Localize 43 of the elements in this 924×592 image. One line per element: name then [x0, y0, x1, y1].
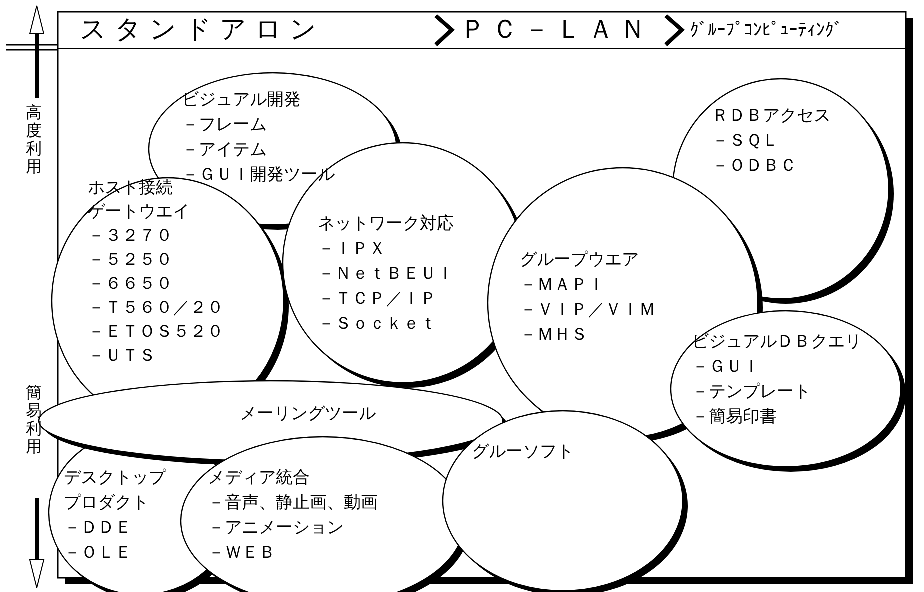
- list-item: －３２７０: [88, 225, 174, 248]
- stage-band: [58, 12, 906, 49]
- topic-heading: メーリングツール: [240, 403, 376, 426]
- topic-heading: デスクトップ: [64, 467, 166, 490]
- list-item: －５２５０: [88, 249, 174, 272]
- list-item: －ＵＴＳ: [88, 345, 157, 368]
- stage-label: ｸﾞﾙｰﾌﾟｺﾝﾋﾟｭｰﾃｨﾝｸﾞ: [690, 19, 843, 43]
- axis-label: 高度利用: [26, 104, 43, 176]
- stage-label: ＰＣ－ＬＡＮ: [460, 15, 652, 46]
- stage-label: スタンドアロン: [80, 15, 325, 46]
- list-item: －アニメーション: [208, 517, 345, 540]
- list-item: －Ｔ５６０／２０: [88, 297, 224, 320]
- list-item: －ＯＬＥ: [64, 542, 133, 565]
- topic-heading: ビジュアルＤＢクエリ: [692, 331, 862, 354]
- list-item: －ＧＵＩ: [692, 356, 761, 379]
- list-item: －簡易印書: [692, 406, 778, 429]
- list-item: －ＤＤＥ: [64, 517, 133, 540]
- list-item: －ＷＥＢ: [208, 542, 277, 565]
- list-item: －ＴＣＰ／ＩＰ: [318, 288, 438, 311]
- list-item: －Ｓｏｃｋｅｔ: [318, 313, 438, 336]
- list-item: －フレーム: [182, 114, 268, 137]
- list-item: －テンプレート: [692, 381, 812, 404]
- list-item: －ＶＩＰ／ＶＩＭ: [520, 299, 656, 322]
- list-item: －ＭＡＰＩ: [520, 274, 606, 297]
- list-item: －６６５０: [88, 273, 174, 296]
- axis-label: 簡易利用: [26, 384, 43, 456]
- topic-heading: グループウエア: [520, 249, 640, 272]
- list-item: －ＧＵＩ開発ツール: [182, 164, 335, 187]
- list-item: －ＭＨＳ: [520, 324, 589, 347]
- topic-heading: ホスト接続: [88, 177, 174, 200]
- list-item: －ＥＴＯＳ５２０: [88, 321, 224, 344]
- list-item: －ＩＰＸ: [318, 238, 387, 261]
- list-item: －音声、静止画、動画: [208, 492, 378, 515]
- topic-heading: メディア統合: [208, 467, 311, 490]
- topic-heading: ネットワーク対応: [318, 213, 454, 236]
- topic-heading: ビジュアル開発: [182, 89, 302, 112]
- topic-heading: ＲＤＢアクセス: [712, 105, 831, 128]
- list-item: －ＳＱＬ: [712, 130, 780, 153]
- topic-heading: グルーソフト: [472, 441, 574, 464]
- list-item: －ＮｅｔＢＥＵＩ: [318, 263, 454, 286]
- list-item: －ＯＤＢＣ: [712, 155, 798, 178]
- list-item: －アイテム: [182, 139, 268, 162]
- list-item: プロダクト: [64, 492, 150, 515]
